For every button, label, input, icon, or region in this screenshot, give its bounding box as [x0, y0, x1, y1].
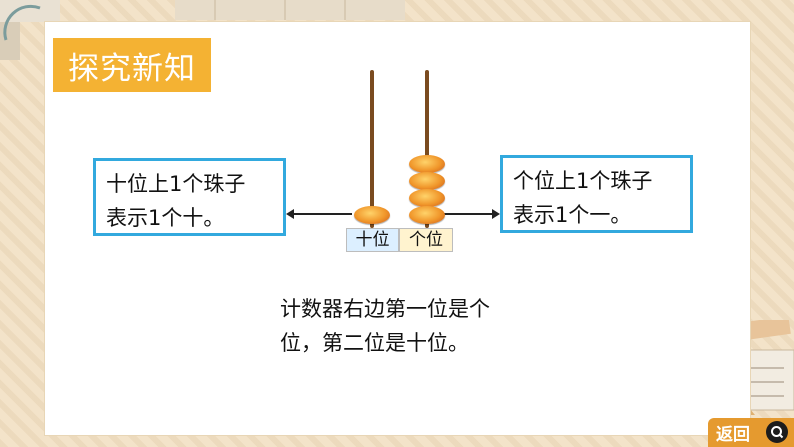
ones-bead [409, 189, 445, 207]
explanation-line2: 位，第二位是十位。 [280, 326, 610, 360]
back-icon [766, 421, 788, 443]
ones-bead [409, 155, 445, 173]
tens-note-box: 十位上1个珠子 表示1个十。 [93, 158, 286, 236]
ones-bead [409, 206, 445, 224]
explanation-text: 计数器右边第一位是个 位，第二位是十位。 [280, 292, 610, 360]
left-arrow-line [292, 213, 352, 215]
back-button[interactable]: 返回 [708, 418, 794, 447]
tens-rod [370, 70, 374, 228]
tens-note-line2: 表示1个十。 [106, 201, 273, 235]
back-button-label: 返回 [716, 420, 750, 445]
title-banner: 探究新知 [53, 38, 211, 92]
tens-note-line1: 十位上1个珠子 [106, 167, 273, 201]
right-arrow-head [492, 209, 500, 219]
right-arrow-line [441, 213, 493, 215]
ones-place-label: 个位 [399, 228, 453, 252]
number-cards-decoration [175, 0, 405, 22]
ones-bead [409, 172, 445, 190]
explanation-line1: 计数器右边第一位是个 [280, 292, 610, 326]
tens-bead [354, 206, 390, 224]
tens-place-label: 十位 [346, 228, 399, 252]
ones-note-box: 个位上1个珠子 表示1个一。 [500, 155, 693, 233]
slide-title: 探究新知 [68, 43, 196, 88]
ones-note-line2: 表示1个一。 [513, 198, 680, 232]
ones-note-line1: 个位上1个珠子 [513, 164, 680, 198]
left-arrow-head [286, 209, 294, 219]
